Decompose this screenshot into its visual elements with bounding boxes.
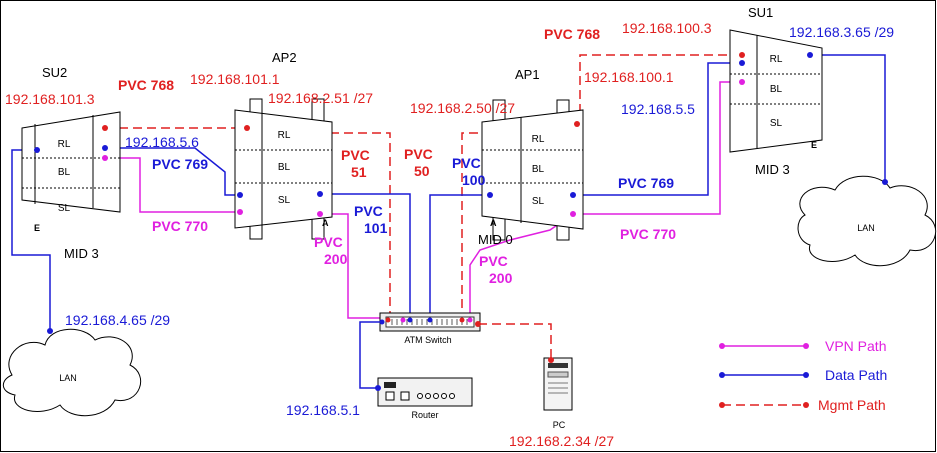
su2-pvc-vpn: PVC 770 [152,218,208,234]
lan-left-label: LAN [59,373,77,383]
su1-ip-mgmt2: 192.168.100.1 [584,69,674,85]
su2-mid: MID 3 [64,246,99,261]
ap1-pvc-vpn-out: PVC 770 [620,226,676,242]
lan-left-ip: 192.168.4.65 /29 [65,312,170,328]
su1-port: E [811,140,817,150]
router-device: Router [377,377,473,420]
ap1-name: AP1 [515,67,540,82]
vpn-path-lines [105,81,742,319]
connector-dots [34,52,888,391]
ap1-pvc-data-out: PVC 769 [618,175,674,191]
ap1-cell-sl: SL [532,196,545,207]
pc-label: PC [553,420,566,430]
su1-lan-ip: 192.168.3.65 /29 [789,24,894,40]
ap2-ip2: 192.168.2.51 /27 [268,90,373,106]
router-ip: 192.168.5.1 [286,402,360,418]
lan-right-cloud: LAN [797,175,937,267]
pc-device: PC [543,357,573,430]
ap2-name: AP2 [272,50,297,65]
su2-ip: 192.168.101.3 [5,91,95,107]
su2-cell-bl: BL [58,167,71,178]
su1-mid: MID 3 [755,162,790,177]
ap1-ip: 192.168.2.50 /27 [410,100,515,116]
su1-cell-bl: BL [770,84,783,95]
ap2-ip1: 192.168.101.1 [190,71,280,87]
ap2-cell-rl: RL [278,130,291,141]
su2-pvc-data: PVC 769 [152,156,208,172]
ap1-device: RL BL SL A [481,99,584,241]
ap2-port: A [322,218,329,228]
ap1-cell-rl: RL [532,134,545,145]
ap2-cell-sl: SL [278,195,291,206]
su1-ip-mgmt: 192.168.100.3 [622,20,712,36]
ap2-cell-bl: BL [278,162,291,173]
ap1-cell-bl: BL [532,164,545,175]
su2-cell-rl: RL [58,139,71,150]
su1-device: RL BL SL E [729,29,823,153]
legend-data: Data Path [825,367,887,383]
su2-port: E [34,223,40,233]
su2-pvc-mgmt: PVC 768 [118,77,174,93]
su1-cell-sl: SL [770,118,783,129]
su2-device: RL BL SL E [21,111,121,233]
su1-cell-rl: RL [770,54,783,65]
atm-label: ATM Switch [404,335,451,345]
su1-data-ip: 192.168.5.5 [621,101,695,117]
legend: VPN Path Data Path Mgmt Path [719,338,887,413]
router-label: Router [411,410,438,420]
ap1-mid: MID 0 [478,232,513,247]
pc-ip: 192.168.2.34 /27 [509,433,614,449]
su2-name: SU2 [42,65,67,80]
data-path-lines [11,54,886,389]
legend-mgmt: Mgmt Path [818,397,886,413]
su2-cell-sl: SL [58,203,71,214]
su1-pvc-mgmt: PVC 768 [544,26,600,42]
su2-data-ip: 192.168.5.6 [125,134,199,150]
ap2-device: RL BL SL A [234,98,333,240]
lan-left-cloud: LAN [2,328,142,417]
su1-name: SU1 [748,5,773,20]
lan-right-label: LAN [857,223,875,233]
ap1-port: A [490,218,497,228]
legend-vpn: VPN Path [825,338,886,354]
